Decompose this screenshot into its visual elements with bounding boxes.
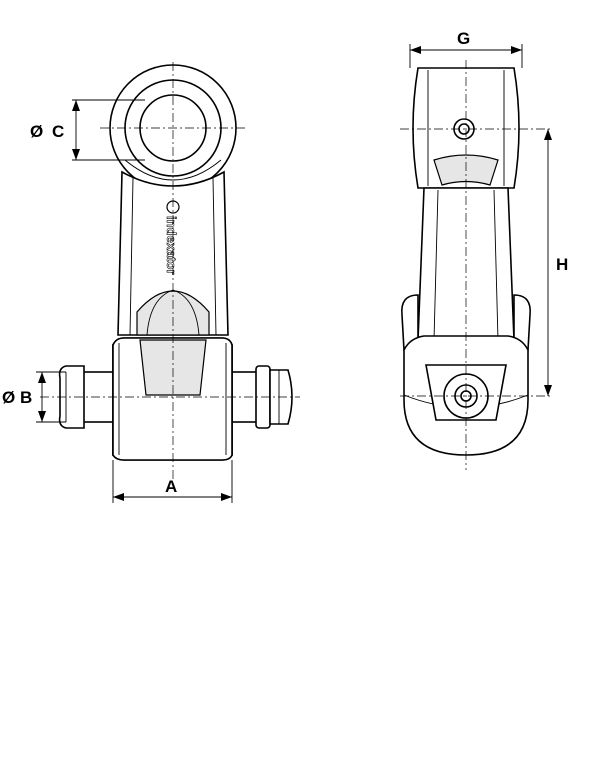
dimension-h: H — [544, 129, 568, 396]
front-view: indexator — [40, 62, 300, 480]
dim-b-label: B — [20, 388, 32, 407]
dimension-b: Ø B — [2, 371, 66, 423]
side-view — [400, 60, 550, 470]
dimension-g: G — [409, 29, 523, 68]
dim-a-label: A — [165, 477, 177, 496]
dim-g-label: G — [457, 29, 470, 48]
dimension-a: A — [112, 460, 233, 503]
right-lug — [513, 294, 531, 351]
left-lug — [401, 294, 419, 351]
dim-h-label: H — [556, 255, 568, 274]
brand-logo: indexator — [164, 200, 180, 275]
dim-c-label: C — [52, 122, 64, 141]
brand-text: indexator — [164, 216, 179, 275]
dim-b-diameter: Ø — [2, 388, 15, 407]
dim-c-diameter: Ø — [30, 122, 43, 141]
dimension-c: Ø C — [30, 99, 145, 161]
